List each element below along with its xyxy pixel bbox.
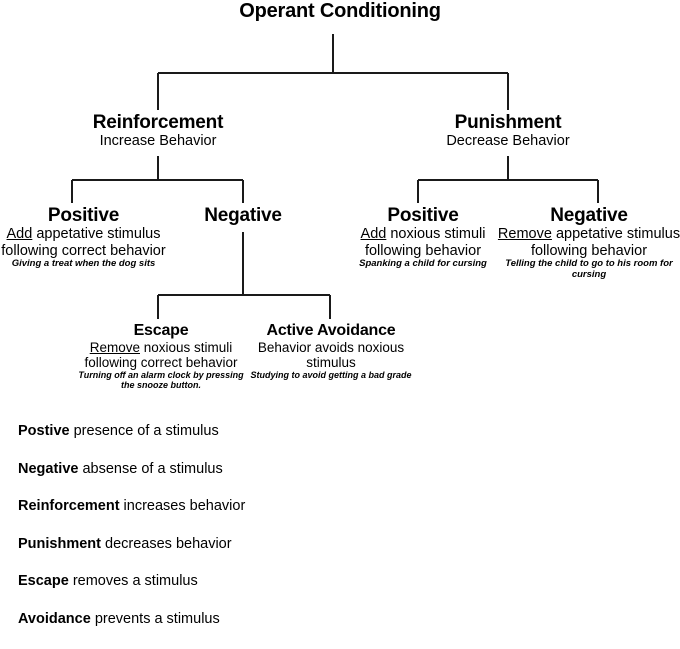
subtitle-rest: appetative stimulus (32, 226, 161, 243)
glossary-term: Punishment (18, 535, 101, 552)
node-subtitle-line1: Add appetative stimulus (0, 226, 176, 242)
glossary-definition: removes a stimulus (68, 573, 198, 589)
node-title: Negative (204, 205, 282, 226)
node-example-caption: Spanking a child for cursing (359, 257, 487, 269)
subtitle-rest: noxious stimuli (386, 226, 486, 243)
node-operant-conditioning: Operant Conditioning (0, 0, 680, 22)
node-subtitle-line1: Add noxious stimuli (333, 226, 513, 242)
node-subtitle: Decrease Behavior (446, 133, 570, 150)
node-title: Punishment (454, 112, 562, 133)
node-subtitle-line2: stimulus (306, 355, 356, 371)
node-example-caption: Telling the child to go to his room for … (505, 257, 673, 280)
glossary-definition: absense of a stimulus (78, 460, 223, 477)
node-subtitle: Increase Behavior (99, 133, 217, 150)
node-subtitle-line2: following behavior (530, 242, 648, 259)
node-subtitle-line1: Remove appetative stimulus (497, 226, 680, 242)
node-title: Negative (550, 205, 628, 226)
glossary-term: Escape (18, 573, 69, 589)
node-reinforcement: Reinforcement Increase Behavior (48, 112, 268, 150)
node-title: Operant Conditioning (239, 0, 441, 22)
glossary-row: Reinforcement increases behavior (18, 499, 438, 514)
glossary-definition: decreases behavior (100, 535, 232, 552)
caption-line2: the snooze button. (121, 380, 201, 391)
glossary-definition: increases behavior (119, 498, 246, 514)
glossary-row: Negative absense of a stimulus (18, 460, 438, 477)
node-example-caption: Giving a treat when the dog sits (11, 257, 156, 269)
glossary-row: Postive presence of a stimulus (18, 424, 438, 439)
glossary-term: Postive (18, 423, 70, 439)
glossary-row: Escape removes a stimulus (18, 574, 438, 589)
subtitle-rest: Behavior avoids noxious (257, 339, 405, 355)
connector-lines (71, 34, 599, 319)
node-subtitle-line2: following correct behavior (1, 242, 166, 259)
glossary-definition: presence of a stimulus (69, 423, 219, 439)
node-example-caption: Studying to avoid getting a bad grade (250, 370, 412, 381)
underlined-keyword: Remove (497, 226, 552, 243)
node-subtitle-line1: Remove noxious stimuli (76, 340, 246, 355)
node-title: Reinforcement (92, 112, 224, 133)
node-title: Active Avoidance (266, 322, 396, 339)
underlined-keyword: Add (360, 226, 387, 243)
subtitle-rest: appetative stimulus (551, 226, 680, 243)
node-escape: Escape Remove noxious stimuli following … (76, 322, 246, 391)
node-negative-punishment: Negative Remove appetative stimulus foll… (497, 205, 680, 281)
underlined-keyword: Add (6, 226, 33, 243)
underlined-keyword: Remove (89, 339, 140, 355)
caption-line1: Turning off an alarm clock by pressing (78, 370, 244, 381)
node-positive-reinforcement: Positive Add appetative stimulus followi… (0, 205, 176, 270)
node-positive-punishment: Positive Add noxious stimuli following b… (333, 205, 513, 270)
glossary-term: Reinforcement (18, 498, 120, 514)
node-title: Positive (387, 205, 459, 226)
node-title: Positive (47, 205, 120, 226)
glossary-term: Negative (18, 460, 79, 477)
node-subtitle-line2: following correct behavior (84, 355, 238, 371)
node-subtitle-line1: Behavior avoids noxious (246, 340, 416, 355)
node-title: Escape (133, 322, 189, 339)
subtitle-rest: noxious stimuli (139, 339, 233, 355)
node-punishment: Punishment Decrease Behavior (398, 112, 618, 150)
node-negative-reinforcement: Negative (168, 205, 318, 226)
node-active-avoidance: Active Avoidance Behavior avoids noxious… (246, 322, 416, 380)
glossary-row: Punishment decreases behavior (18, 535, 438, 552)
node-subtitle-line2: following behavior (364, 242, 482, 259)
